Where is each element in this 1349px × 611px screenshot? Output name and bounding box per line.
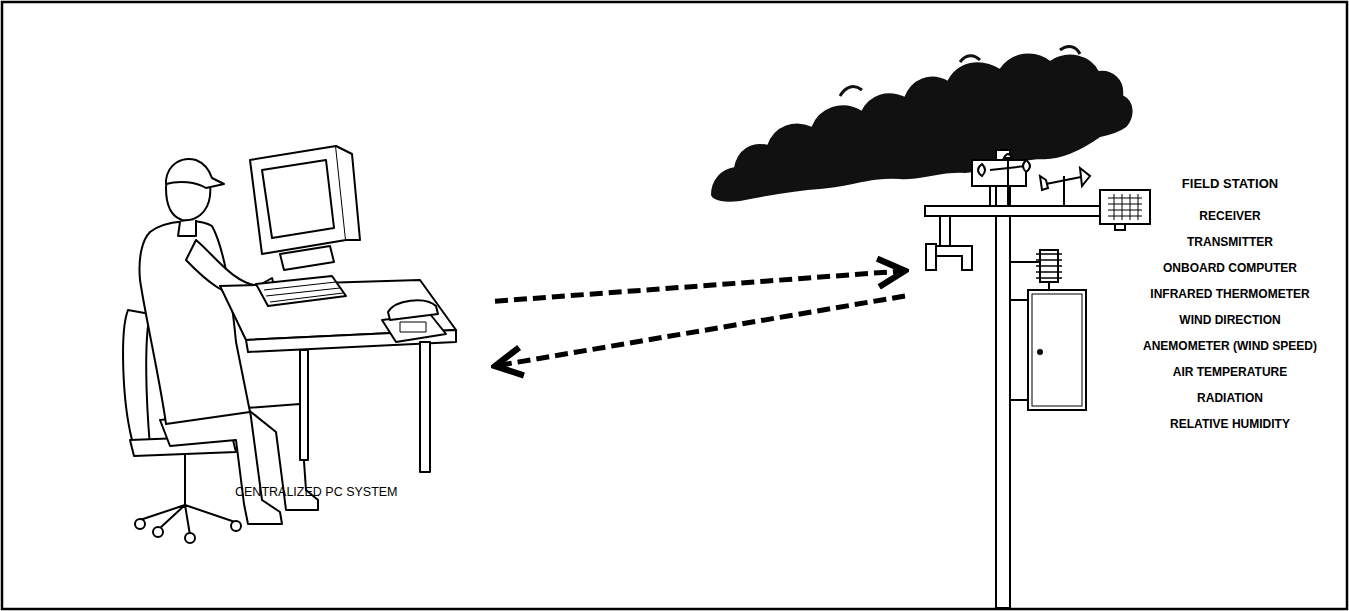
data-link-arrow xyxy=(495,296,905,366)
node-heading: CENTRALIZED PC SYSTEM xyxy=(235,485,485,500)
node-item: AIR TEMPERATURE xyxy=(1123,365,1337,380)
node-item: WIND DIRECTION xyxy=(1123,313,1337,328)
node-item: TRANSMITTER xyxy=(1123,235,1337,250)
node-item: RECEIVER xyxy=(1123,209,1337,224)
node-item: ANEMOMETER (WIND SPEED) xyxy=(1123,339,1337,354)
pc-system: CENTRALIZED PC SYSTEM xyxy=(110,150,495,510)
node-item: RADIATION xyxy=(1123,391,1337,406)
node-item: INFRARED THERMOMETER xyxy=(1123,287,1337,302)
node-item: ONBOARD COMPUTER xyxy=(1123,261,1337,276)
data-link-arrow xyxy=(495,271,905,301)
text-column: CENTRALIZED PC SYSTEM xyxy=(235,485,485,500)
field-station xyxy=(925,150,1150,608)
field-station: FIELD STATION RECEIVER TRANSMITTER ONBOARD … xyxy=(905,30,1342,590)
canopy-edge xyxy=(840,47,1080,96)
node-item: RELATIVE HUMIDITY xyxy=(1123,417,1337,432)
node-heading: FIELD STATION xyxy=(1123,176,1337,191)
pc-operator xyxy=(123,146,456,543)
text-column: FIELD STATION RECEIVER TRANSMITTER ONBOARD … xyxy=(1123,176,1337,432)
tree-canopy xyxy=(712,54,1132,200)
